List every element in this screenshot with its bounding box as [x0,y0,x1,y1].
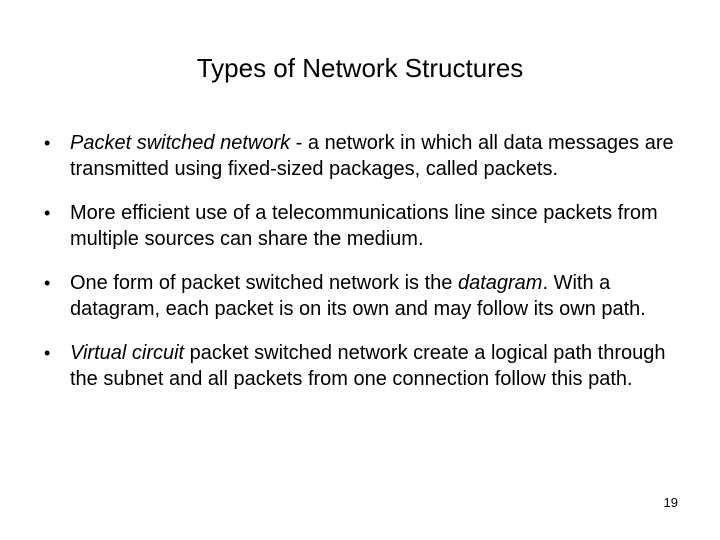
term-virtual-circuit: Virtual circuit [70,342,185,364]
term-datagram: datagram [457,272,543,294]
bullet-marker: • [44,273,51,293]
bullet-packet-switched: • Packet switched network - a network in… [44,130,674,182]
bullet-text: - a network in which all data messages a… [70,132,674,180]
bullet-efficiency: • More efficient use of a telecommunicat… [44,200,674,252]
bullet-marker: • [44,203,51,223]
term-packet-switched-network: Packet switched network [70,132,291,154]
bullet-list: • Packet switched network - a network in… [44,130,674,410]
bullet-marker: • [44,133,51,153]
bullet-text-after: . With a datagram, each packet is on its… [70,272,646,320]
bullet-text-before: One form of packet switched network is t… [70,272,458,294]
bullet-virtual-circuit: • Virtual circuit packet switched networ… [44,340,674,392]
bullet-text: More efficient use of a telecommunicatio… [70,202,658,250]
bullet-datagram: • One form of packet switched network is… [44,270,674,322]
bullet-marker: • [44,343,51,363]
bullet-text: packet switched network create a logical… [70,342,666,390]
page-number: 19 [663,495,678,510]
slide-title: Types of Network Structures [196,53,524,83]
